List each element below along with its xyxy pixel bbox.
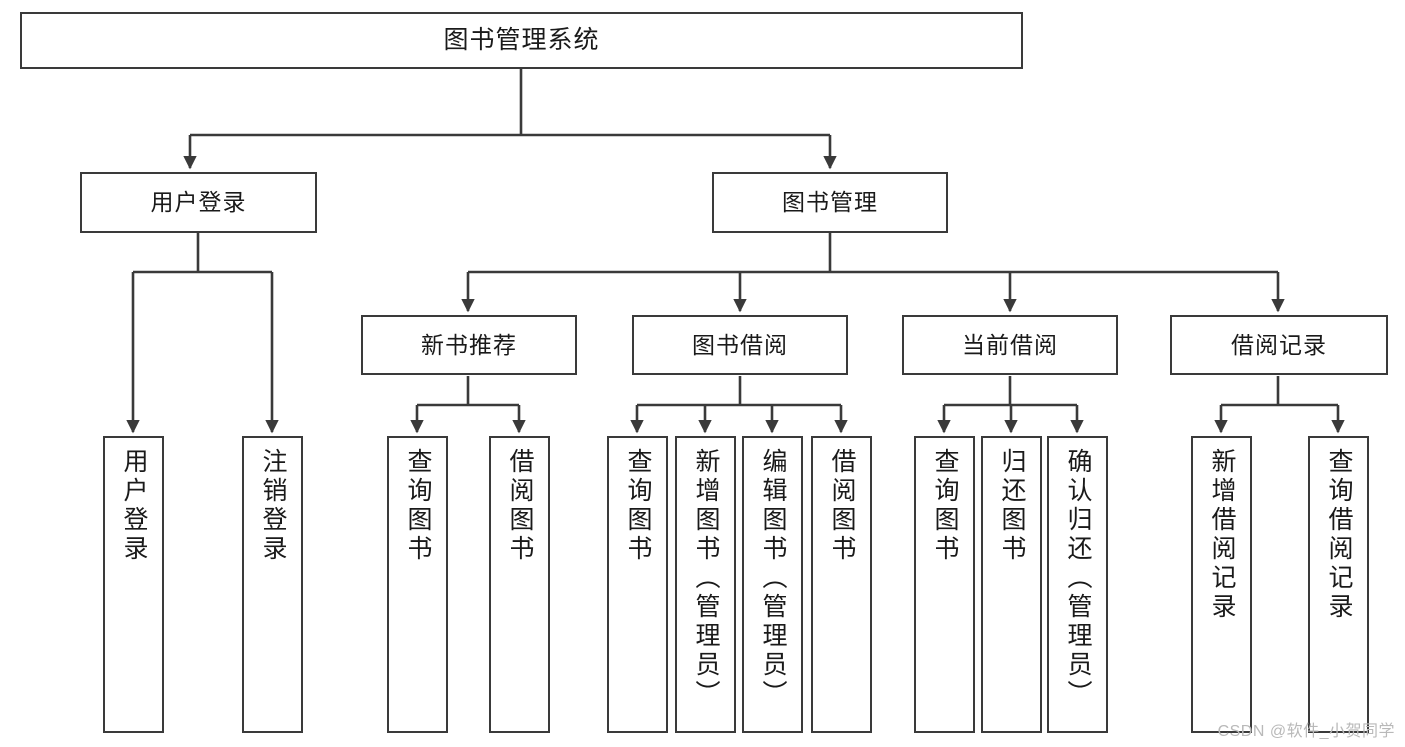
node-leaf-logout-login[interactable]: 注销登录: [242, 436, 303, 733]
node-label: 用户登录: [120, 448, 148, 564]
node-label: 图书管理: [782, 189, 878, 216]
node-book-borrow[interactable]: 图书借阅: [632, 315, 848, 375]
node-label: 新增借阅记录: [1208, 448, 1236, 622]
node-label: 借阅记录: [1231, 331, 1327, 358]
node-label: 查询借阅记录: [1325, 448, 1353, 622]
node-new-book-recommend[interactable]: 新书推荐: [361, 315, 577, 375]
node-leaf-edit-book[interactable]: 编辑图书（管理员）: [742, 436, 803, 733]
node-label: 确认归还（管理员）: [1064, 448, 1092, 709]
node-leaf-return-book[interactable]: 归还图书: [981, 436, 1042, 733]
node-label: 新书推荐: [421, 331, 517, 358]
node-label: 图书管理系统: [443, 26, 600, 54]
node-label: 借阅图书: [828, 448, 856, 564]
node-leaf-borrow-book-1[interactable]: 借阅图书: [489, 436, 550, 733]
node-leaf-query-book-3[interactable]: 查询图书: [914, 436, 975, 733]
node-label: 注销登录: [259, 448, 287, 564]
node-label: 查询图书: [931, 448, 959, 564]
node-current-borrow[interactable]: 当前借阅: [902, 315, 1118, 375]
node-leaf-user-login[interactable]: 用户登录: [103, 436, 164, 733]
node-leaf-query-record[interactable]: 查询借阅记录: [1308, 436, 1369, 733]
node-leaf-add-record[interactable]: 新增借阅记录: [1191, 436, 1252, 733]
node-label: 编辑图书（管理员）: [759, 448, 787, 709]
watermark-text: CSDN @软件_小贺同学: [1217, 723, 1395, 740]
node-leaf-add-book[interactable]: 新增图书（管理员）: [675, 436, 736, 733]
node-leaf-query-book-2[interactable]: 查询图书: [607, 436, 668, 733]
node-label: 借阅图书: [506, 448, 534, 564]
node-label: 查询图书: [624, 448, 652, 564]
node-leaf-borrow-book-2[interactable]: 借阅图书: [811, 436, 872, 733]
node-label: 新增图书（管理员）: [692, 448, 720, 709]
node-label: 当前借阅: [962, 331, 1058, 358]
node-root-system[interactable]: 图书管理系统: [20, 12, 1023, 69]
node-label: 用户登录: [150, 189, 247, 216]
node-leaf-query-book-1[interactable]: 查询图书: [387, 436, 448, 733]
node-book-management[interactable]: 图书管理: [712, 172, 948, 233]
node-leaf-confirm-return[interactable]: 确认归还（管理员）: [1047, 436, 1108, 733]
node-label: 图书借阅: [692, 331, 788, 358]
node-borrow-record[interactable]: 借阅记录: [1170, 315, 1388, 375]
node-label: 查询图书: [404, 448, 432, 564]
node-user-login[interactable]: 用户登录: [80, 172, 317, 233]
node-label: 归还图书: [998, 448, 1026, 564]
